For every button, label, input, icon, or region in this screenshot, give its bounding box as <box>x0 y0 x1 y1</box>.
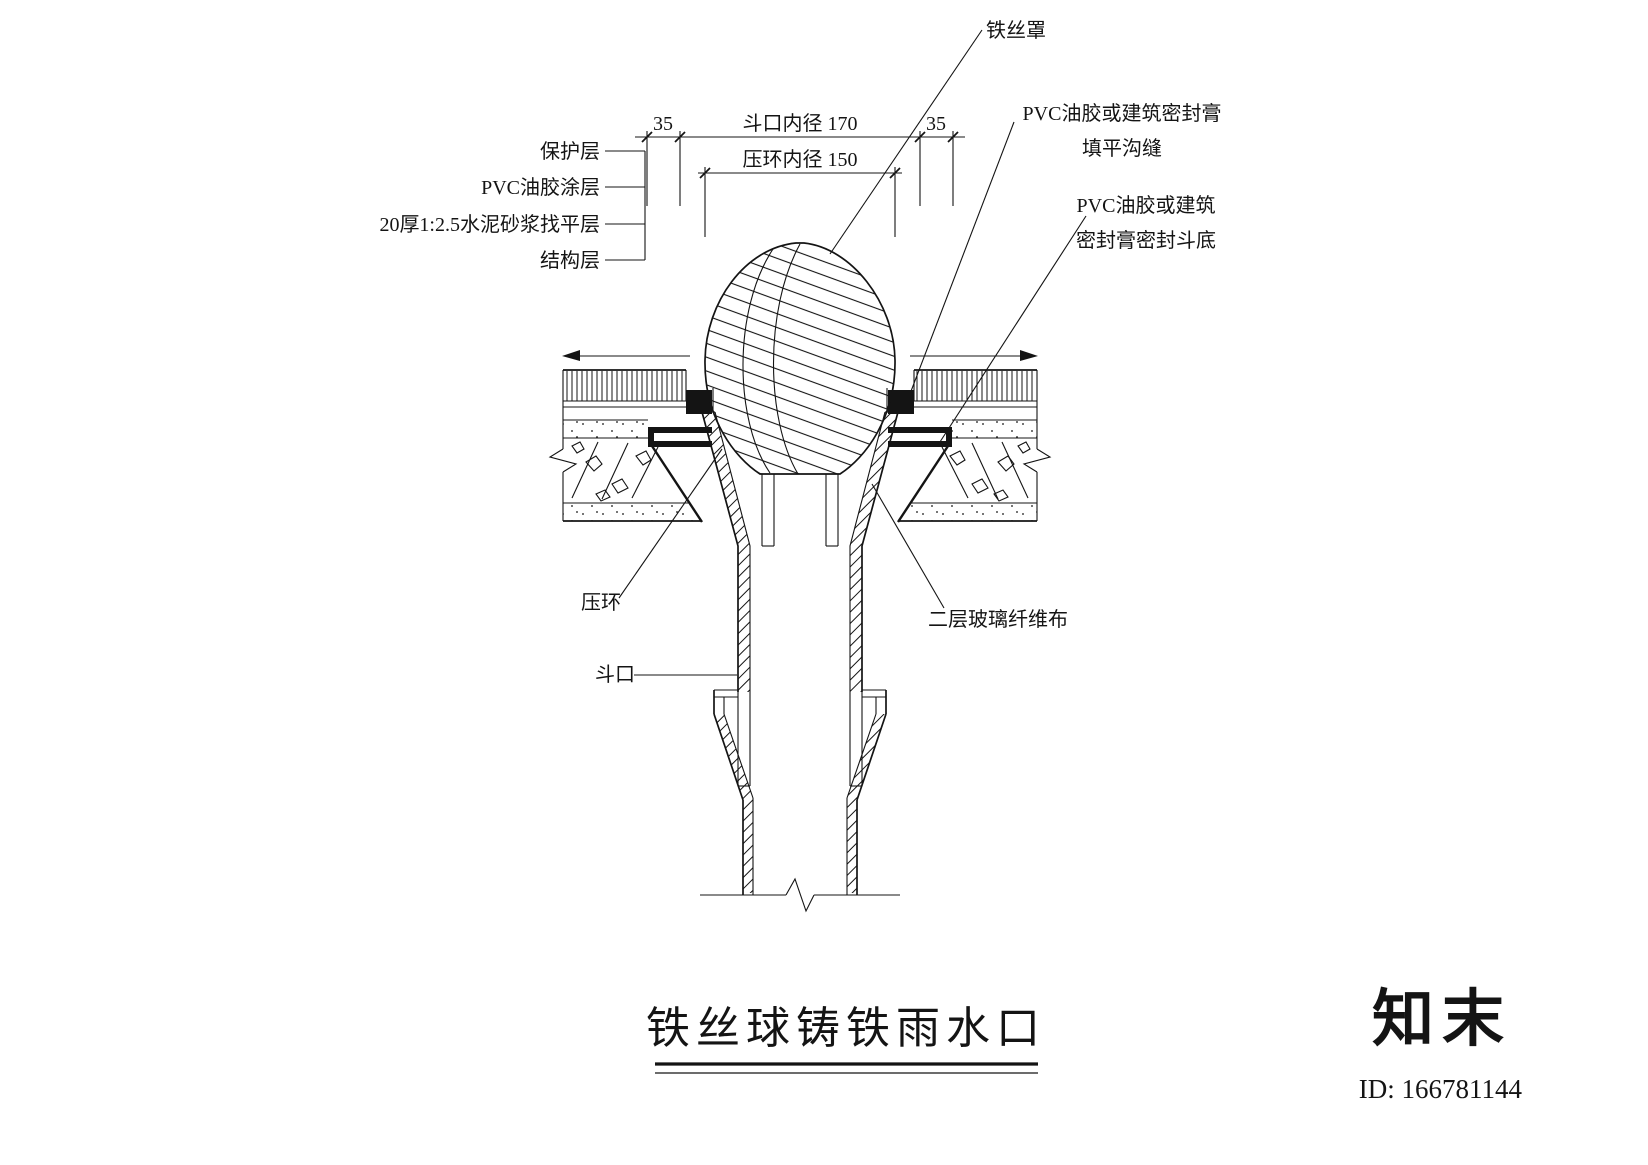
watermark-brand: 知末 <box>1372 985 1512 1054</box>
seal-bottom-label-2: 密封膏密封斗底 <box>1076 229 1216 252</box>
aggregate <box>1017 441 1031 454</box>
dimension-annotations: 35 斗口内径 170 35 压环内径 150 <box>635 112 965 237</box>
pressure-ring-label: 压环 <box>581 592 621 614</box>
callout-fiberglass: 二层玻璃纤维布 <box>871 483 1068 631</box>
watermark-id: ID: 166781144 <box>1359 1074 1523 1104</box>
mortar-layer-stipple <box>952 420 1037 438</box>
leader-line <box>829 29 983 255</box>
break-symbol <box>548 448 578 473</box>
callout-seal-gap: PVC油胶或建筑密封膏 填平沟缝 <box>907 102 1222 400</box>
callout-pressure-ring: 压环 <box>581 448 723 614</box>
roof-slab-right <box>888 350 1052 523</box>
sealant-bed-right <box>888 427 952 433</box>
slope-arrow-icon <box>1020 350 1038 361</box>
wire-ball-rib <box>742 248 774 474</box>
sealant-bed-right <box>888 441 952 447</box>
dim-35-left: 35 <box>653 113 673 135</box>
callout-mortar-layer: 20厚1:2.5水泥砂浆找平层 <box>379 213 600 236</box>
wire-ball-rib <box>772 243 801 475</box>
roof-slab-left <box>548 350 712 523</box>
plaster-layer-stipple <box>900 504 1037 521</box>
wire-ball-strainer <box>704 242 896 475</box>
funnel-inner-wall <box>849 411 886 692</box>
aggregate <box>595 489 611 502</box>
leader-line <box>871 483 945 609</box>
callout-pvc-coat: PVC油胶涂层 <box>481 176 600 199</box>
protective-layer-hatch <box>563 371 686 401</box>
plaster-layer-stipple <box>563 504 700 521</box>
aggregate <box>585 455 603 472</box>
callout-protective-layer: 保护层 <box>540 140 600 163</box>
aggregate <box>949 450 966 466</box>
sealant-bed-right <box>946 427 952 447</box>
dim-35-right: 35 <box>926 113 946 135</box>
leader-line <box>937 215 1087 446</box>
watermark: 知末 ID: 166781144 <box>1359 985 1523 1104</box>
aggregate <box>571 441 585 454</box>
callout-structural-layer: 结构层 <box>540 249 600 272</box>
callout-seal-bottom: PVC油胶或建筑 密封膏密封斗底 <box>937 194 1216 446</box>
break-symbol <box>1022 448 1052 473</box>
leader-line <box>618 448 723 599</box>
dim-hopper-dia: 斗口内径 170 <box>743 112 858 135</box>
layer-callouts-left: 保护层 PVC油胶涂层 20厚1:2.5水泥砂浆找平层 结构层 <box>379 140 646 272</box>
pressure-ring-left <box>648 427 712 433</box>
fiberglass-label: 二层玻璃纤维布 <box>928 608 1068 631</box>
mortar-layer-stipple <box>563 420 648 438</box>
funnel-outer-wall <box>861 411 899 692</box>
dim-ring-dia: 压环内径 150 <box>743 148 858 171</box>
drain-pipe <box>700 689 900 913</box>
leader-line <box>907 121 1015 400</box>
seal-gap-label-1: PVC油胶或建筑密封膏 <box>1023 102 1222 125</box>
drawing-title: 铁丝球铸铁雨水口 <box>646 1004 1046 1074</box>
aggregate <box>971 478 989 494</box>
slope-arrow-icon <box>562 350 580 361</box>
aggregate <box>997 455 1015 472</box>
page-title: 铁丝球铸铁雨水口 <box>646 1004 1046 1053</box>
hopper-mouth-label: 斗口 <box>595 664 635 686</box>
slab-opening-edge <box>650 445 704 523</box>
funnel-outer-wall <box>701 411 739 692</box>
pressure-ring-left <box>648 441 712 447</box>
pressure-ring-left <box>648 427 654 447</box>
aggregate <box>993 489 1009 502</box>
wire-ball-outline <box>704 242 896 475</box>
pipe-break-zigzag <box>785 877 815 913</box>
aggregate <box>611 478 629 494</box>
funnel-inner-wall <box>714 411 751 692</box>
seal-gap-label-2: 填平沟缝 <box>1082 137 1162 160</box>
callout-wire-cover: 铁丝罩 <box>829 19 1046 255</box>
aggregate <box>635 450 652 466</box>
rain-hopper <box>701 388 899 692</box>
wire-cover-label: 铁丝罩 <box>986 19 1046 42</box>
seal-bottom-label-1: PVC油胶或建筑 <box>1077 194 1216 217</box>
callout-hopper-mouth: 斗口 <box>595 664 737 686</box>
slab-opening-edge <box>896 445 950 523</box>
wire-ball-hatch <box>704 243 896 474</box>
